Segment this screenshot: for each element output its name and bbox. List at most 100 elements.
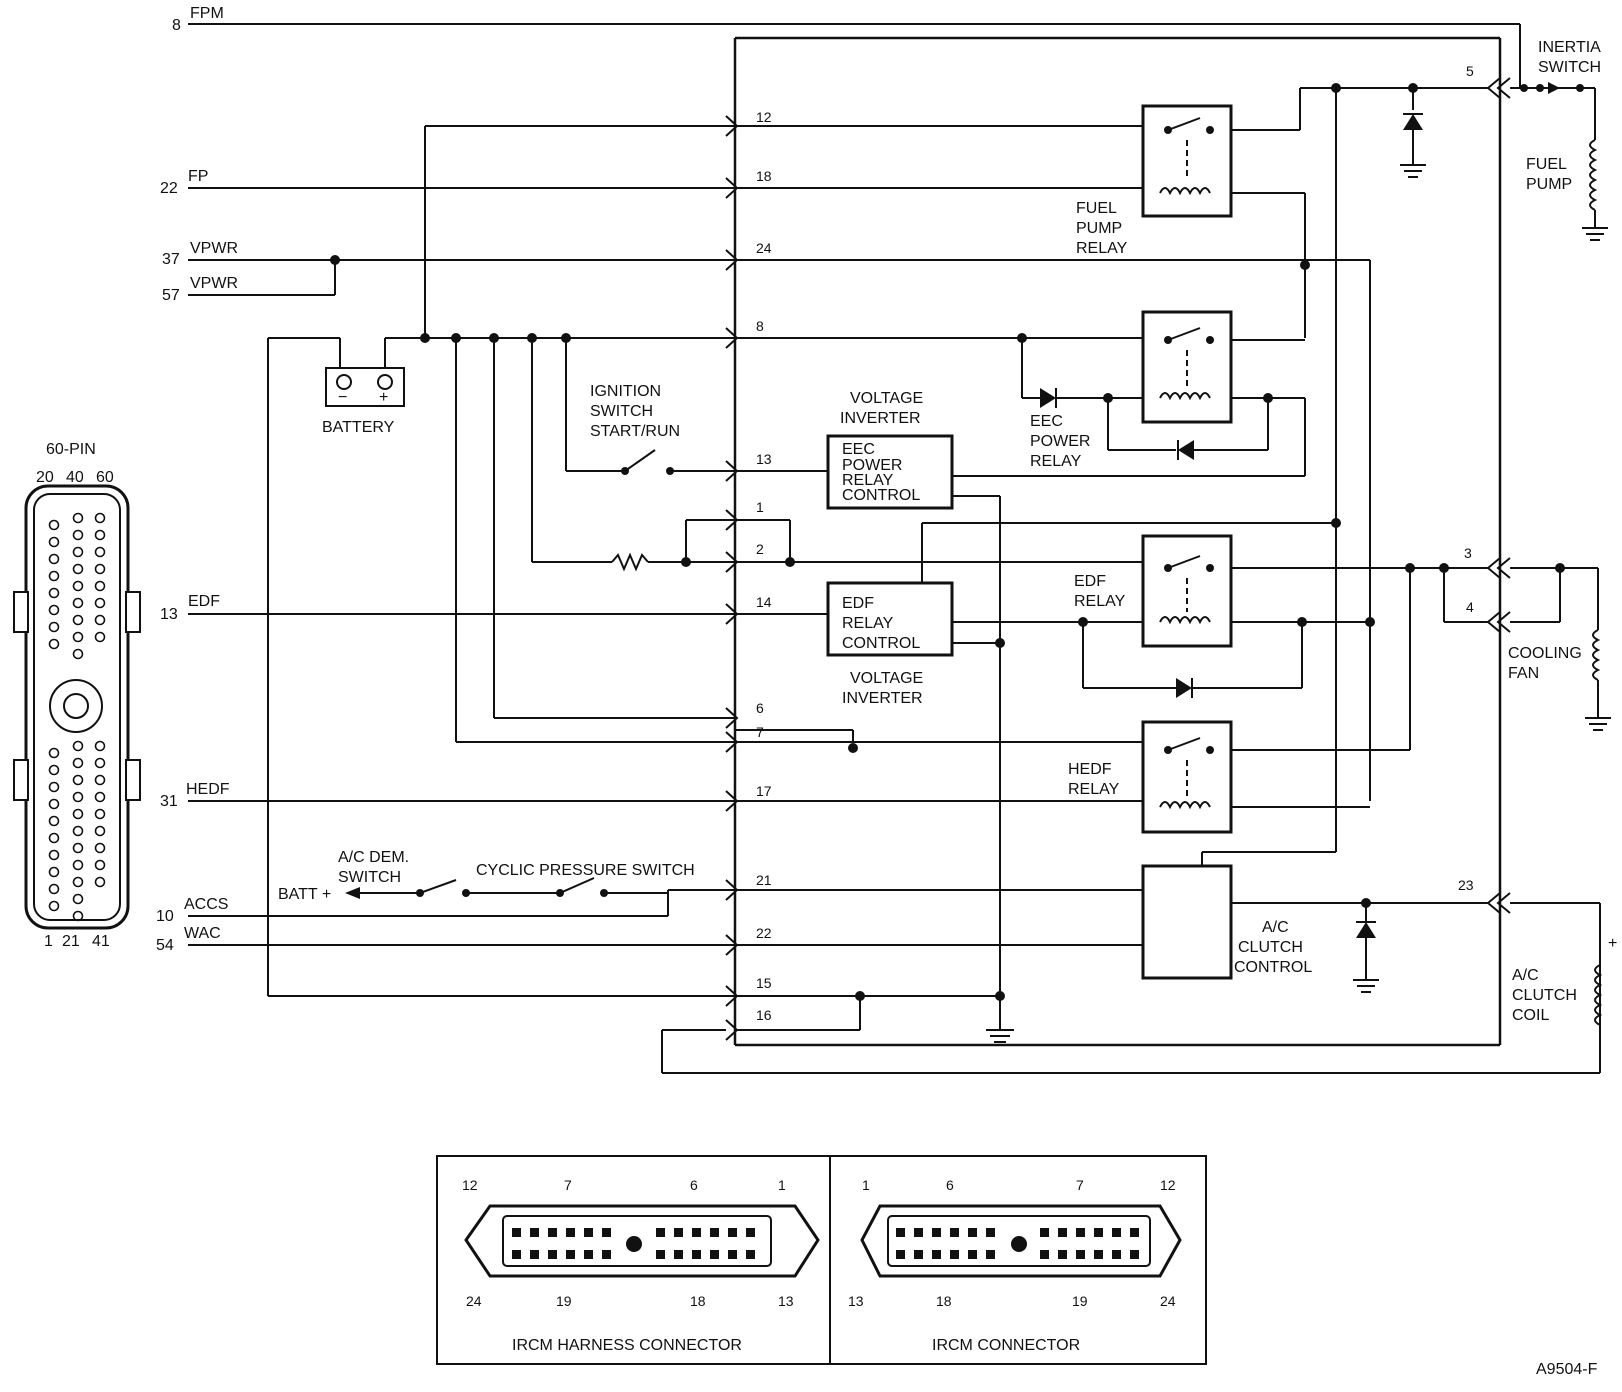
pin-5: 5 bbox=[1466, 63, 1474, 79]
connector-pin bbox=[602, 1250, 611, 1259]
ecm-pin-hole bbox=[48, 621, 60, 633]
ecm-top-pin-60: 60 bbox=[96, 469, 114, 486]
connector-pin bbox=[656, 1228, 665, 1237]
ac-clutch-coil bbox=[1594, 903, 1603, 1026]
connector-pin bbox=[566, 1228, 575, 1237]
voltage-inverter-bot-2: INVERTER bbox=[842, 690, 923, 707]
ecm-pin-hole bbox=[94, 563, 106, 575]
fpm-name: FPM bbox=[190, 5, 224, 22]
edf-relay bbox=[1141, 534, 1233, 648]
ecm-pin-hole bbox=[94, 859, 106, 871]
edf-control-2: RELAY bbox=[842, 615, 894, 632]
ecm-pin-hole bbox=[48, 747, 60, 759]
vpwr37-pin: 37 bbox=[162, 251, 180, 268]
ecm-title: 60-PIN bbox=[46, 441, 96, 458]
ac-clutch-coil-3: COIL bbox=[1512, 1007, 1549, 1024]
fuel-pump-2: PUMP bbox=[1526, 176, 1572, 193]
connector-pin bbox=[968, 1250, 977, 1259]
inertia-switch bbox=[1510, 82, 1596, 140]
ecm-pin-hole bbox=[72, 648, 84, 660]
ecm-pin-hole bbox=[94, 791, 106, 803]
ecm-60-pin-connector bbox=[13, 484, 141, 930]
ircm-harness-connector-title: IRCM HARNESS CONNECTOR bbox=[512, 1337, 742, 1354]
connector-pin bbox=[1058, 1228, 1067, 1237]
ircm-pin-13: 13 bbox=[848, 1293, 864, 1309]
connector-pin bbox=[1130, 1250, 1139, 1259]
harness-pin-6: 6 bbox=[690, 1177, 698, 1193]
connector-pin bbox=[1112, 1228, 1121, 1237]
harness-pin-18: 18 bbox=[690, 1293, 706, 1309]
ecm-pin-hole bbox=[94, 740, 106, 752]
connector-pin bbox=[530, 1228, 539, 1237]
ircm-pin-numbers: 12 18 24 8 13 1 2 14 6 7 17 21 22 15 16 … bbox=[756, 63, 1474, 1023]
pin-21: 21 bbox=[756, 872, 772, 888]
connector-pin bbox=[1112, 1250, 1121, 1259]
pin-12: 12 bbox=[756, 109, 772, 125]
ircm-pin-12: 12 bbox=[1160, 1177, 1176, 1193]
ecm-pin-hole bbox=[72, 893, 84, 905]
connector-pin bbox=[914, 1250, 923, 1259]
ircm-pin-1: 1 bbox=[862, 1177, 870, 1193]
fuel-pump-1: FUEL bbox=[1526, 156, 1567, 173]
connector-pin bbox=[692, 1250, 701, 1259]
pin-1: 1 bbox=[756, 499, 764, 515]
fuel-pump-diode bbox=[1400, 113, 1426, 178]
ecm-pin-hole bbox=[48, 604, 60, 616]
connector-pin bbox=[1130, 1228, 1139, 1237]
connector-pin bbox=[950, 1250, 959, 1259]
ircm-pin-7: 7 bbox=[1076, 1177, 1084, 1193]
ecm-pin-hole bbox=[72, 757, 84, 769]
cooling-fan-2: FAN bbox=[1508, 665, 1539, 682]
edf-relay-2: RELAY bbox=[1074, 593, 1126, 610]
pin-4: 4 bbox=[1466, 599, 1474, 615]
connector-pin bbox=[1076, 1228, 1085, 1237]
ircm-pin-6: 6 bbox=[946, 1177, 954, 1193]
connector-pin bbox=[512, 1228, 521, 1237]
connector-pin bbox=[1040, 1250, 1049, 1259]
ircm-pin-18: 18 bbox=[936, 1293, 952, 1309]
pin-16: 16 bbox=[756, 1007, 772, 1023]
connector-pin bbox=[692, 1228, 701, 1237]
cooling-fan-1: COOLING bbox=[1508, 645, 1582, 662]
ecm-pin-hole bbox=[94, 631, 106, 643]
connector-pin bbox=[728, 1228, 737, 1237]
ecm-bottom-pin-21: 21 bbox=[62, 933, 80, 950]
ecm-pin-hole bbox=[94, 808, 106, 820]
ecm-pin-hole bbox=[48, 587, 60, 599]
ecm-pin-hole bbox=[72, 529, 84, 541]
ecm-pin-hole bbox=[94, 614, 106, 626]
fpm-pin: 8 bbox=[172, 17, 181, 34]
ecm-top-pin-40: 40 bbox=[66, 469, 84, 486]
ecm-pin-hole bbox=[94, 580, 106, 592]
ecm-pin-hole bbox=[48, 849, 60, 861]
eec-power-relay bbox=[1141, 310, 1233, 424]
component-labels: BATTERY IGNITION SWITCH START/RUN VOLTAG… bbox=[278, 39, 1617, 1024]
connector-pin bbox=[548, 1228, 557, 1237]
harness-pin-13: 13 bbox=[778, 1293, 794, 1309]
ecm-bottom-pin-1: 1 bbox=[44, 933, 53, 950]
ac-dem-switch-2: SWITCH bbox=[338, 869, 401, 886]
connector-pin bbox=[986, 1250, 995, 1259]
connector-pin bbox=[674, 1228, 683, 1237]
ecm-pin-hole bbox=[72, 512, 84, 524]
pin-23: 23 bbox=[1458, 877, 1474, 893]
fuel-pump-relay-3: RELAY bbox=[1076, 240, 1128, 257]
edf-control-1: EDF bbox=[842, 595, 874, 612]
ac-clutch-control-2: CLUTCH bbox=[1238, 939, 1303, 956]
ecm-pin-hole bbox=[72, 614, 84, 626]
ecm-pin-hole bbox=[48, 764, 60, 776]
ac-diode-ground bbox=[1353, 979, 1379, 993]
connector-pin bbox=[584, 1228, 593, 1237]
ecm-pin-hole bbox=[94, 774, 106, 786]
inertia-switch-1: INERTIA bbox=[1538, 39, 1601, 56]
ac-switch-chain bbox=[345, 877, 735, 899]
pin-13: 13 bbox=[756, 451, 772, 467]
ecm-pin-hole bbox=[48, 832, 60, 844]
connector-labels: 12 7 6 1 24 19 18 13 1 6 7 12 13 18 19 2… bbox=[462, 1177, 1598, 1378]
battery-plus-label: + bbox=[379, 389, 388, 406]
ecm-pin-hole bbox=[94, 597, 106, 609]
harness-pin-24: 24 bbox=[466, 1293, 482, 1309]
ignition-label-3: START/RUN bbox=[590, 423, 680, 440]
ac-clutch-control-1: A/C bbox=[1262, 919, 1289, 936]
connector-pin bbox=[548, 1250, 557, 1259]
